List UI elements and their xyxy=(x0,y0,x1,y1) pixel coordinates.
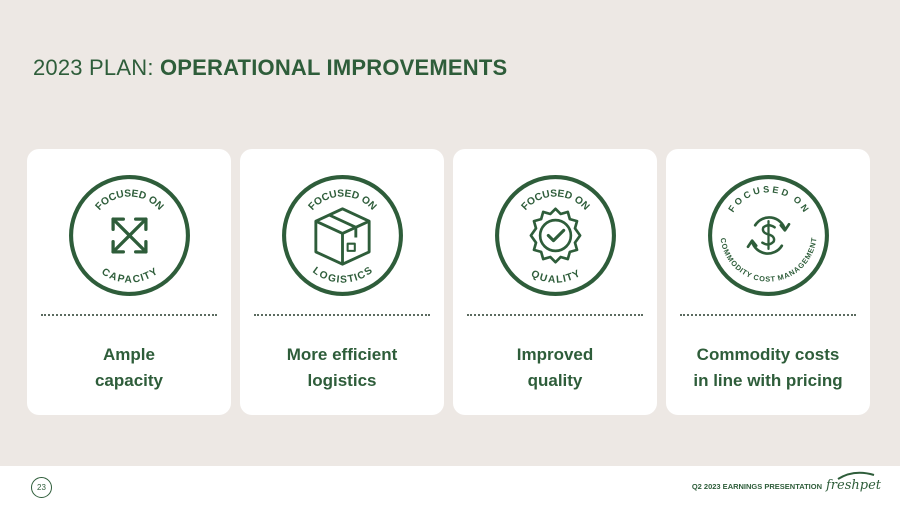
label-line-2: in line with pricing xyxy=(693,371,843,390)
dotted-divider xyxy=(41,314,217,316)
label-line-2: logistics xyxy=(307,371,377,390)
presentation-name: Q2 2023 EARNINGS PRESENTATION xyxy=(691,482,822,491)
dotted-divider xyxy=(254,314,430,316)
svg-text:LOGISTICS: LOGISTICS xyxy=(310,265,374,286)
svg-text:FOCUSED ON: FOCUSED ON xyxy=(94,188,166,212)
footer-bar xyxy=(0,466,900,506)
title-prefix: 2023 PLAN: xyxy=(33,55,160,80)
box-icon xyxy=(314,207,371,266)
label-line-2: quality xyxy=(527,371,583,390)
card-row: FOCUSED ON CAPACITY Ample capacity xyxy=(27,149,870,415)
label-line-1: More efficient xyxy=(286,345,398,364)
freshpet-logo: freshpet xyxy=(826,469,881,495)
page-number: 23 xyxy=(31,477,52,498)
slide-title: 2023 PLAN: OPERATIONAL IMPROVEMENTS xyxy=(33,55,507,81)
quality-seal-icon xyxy=(529,207,582,264)
label-line-1: Ample xyxy=(103,345,155,364)
badge-bottom-text: QUALITY xyxy=(529,268,582,285)
card-label: Ample capacity xyxy=(27,342,231,394)
expand-arrows-icon xyxy=(111,217,148,254)
card-commodity: FOCUSED ON COMMODITY COST MANAGEMENT Com… xyxy=(666,149,870,415)
dotted-divider xyxy=(467,314,643,316)
dollar-cycle-icon xyxy=(746,216,791,255)
commodity-badge: FOCUSED ON COMMODITY COST MANAGEMENT xyxy=(707,174,830,297)
card-logistics: FOCUSED ON LOGISTICS More efficient logi… xyxy=(240,149,444,415)
label-line-1: Commodity costs xyxy=(696,345,840,364)
capacity-badge: FOCUSED ON CAPACITY xyxy=(68,174,191,297)
badge-top-text: FOCUSED ON xyxy=(94,188,166,212)
badge-bottom-text: LOGISTICS xyxy=(310,265,374,286)
svg-text:FOCUSED ON: FOCUSED ON xyxy=(726,184,810,214)
logo-wordmark: freshpet xyxy=(826,478,882,493)
card-label: Improved quality xyxy=(453,342,657,394)
card-label: Commodity costs in line with pricing xyxy=(666,342,870,394)
logistics-badge: FOCUSED ON LOGISTICS xyxy=(281,174,404,297)
logo-swoosh-icon xyxy=(837,471,875,480)
label-line-1: Improved xyxy=(516,345,594,364)
badge-top-text: FOCUSED ON xyxy=(726,184,810,214)
label-line-2: capacity xyxy=(94,371,164,390)
quality-badge: FOCUSED ON QUALITY xyxy=(494,174,617,297)
card-label: More efficient logistics xyxy=(240,342,444,394)
card-capacity: FOCUSED ON CAPACITY Ample capacity xyxy=(27,149,231,415)
svg-text:QUALITY: QUALITY xyxy=(529,268,582,285)
title-main: OPERATIONAL IMPROVEMENTS xyxy=(159,55,508,80)
dotted-divider xyxy=(680,314,856,316)
svg-text:CAPACITY: CAPACITY xyxy=(99,266,159,285)
badge-bottom-text: CAPACITY xyxy=(99,266,159,285)
card-quality: FOCUSED ON QUALITY Improved quality xyxy=(453,149,657,415)
